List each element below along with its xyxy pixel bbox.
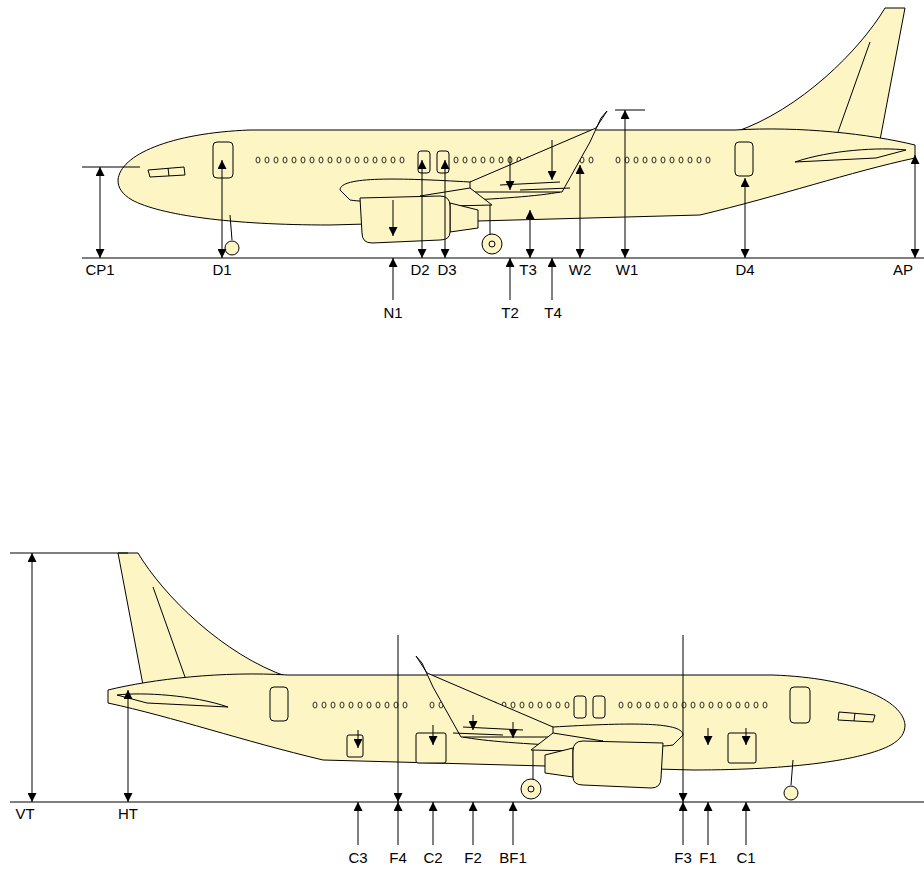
reference-point-label: T3 xyxy=(519,262,537,278)
cargo-doors xyxy=(347,733,756,763)
reference-point-label: D1 xyxy=(212,262,231,278)
aircraft-bottom xyxy=(108,553,905,800)
reference-point-label: F3 xyxy=(674,850,692,866)
reference-point-label: C1 xyxy=(736,850,755,866)
reference-point-label: AP xyxy=(893,262,913,278)
dimension-lines xyxy=(10,110,924,845)
aircraft-top xyxy=(118,8,915,255)
reference-point-label: BF1 xyxy=(499,850,527,866)
reference-point-label: F1 xyxy=(699,850,717,866)
reference-point-label: HT xyxy=(118,806,138,822)
reference-point-label: D4 xyxy=(735,262,754,278)
reference-point-label: C2 xyxy=(423,850,442,866)
reference-point-label: VT xyxy=(15,806,34,822)
reference-point-label: D3 xyxy=(437,262,456,278)
reference-point-label: CP1 xyxy=(85,262,114,278)
reference-point-label: F2 xyxy=(464,850,482,866)
reference-point-label: N1 xyxy=(383,305,402,321)
reference-point-label: T4 xyxy=(544,305,562,321)
reference-point-label: D2 xyxy=(410,262,429,278)
reference-point-label: T2 xyxy=(501,305,519,321)
reference-point-label: W2 xyxy=(569,262,592,278)
reference-point-label: C3 xyxy=(348,850,367,866)
reference-point-label: F4 xyxy=(389,850,407,866)
reference-point-label: W1 xyxy=(616,262,639,278)
